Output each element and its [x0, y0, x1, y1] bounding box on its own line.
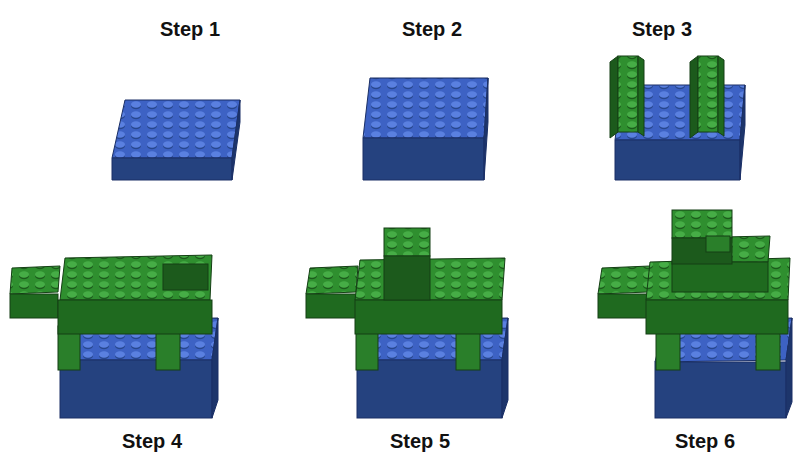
step-label: Step 2: [400, 18, 464, 41]
step-label: Step 5: [388, 430, 452, 453]
step2-brick: [363, 78, 488, 180]
step4-assembly: [10, 255, 218, 418]
step-label: Step 1: [158, 18, 222, 41]
step1-plate: [112, 100, 240, 180]
step3-assembly: [610, 56, 745, 180]
step5-assembly: [306, 228, 508, 418]
step-label: Step 6: [673, 430, 737, 453]
step6-assembly: [598, 210, 792, 418]
step-label: Step 3: [630, 18, 694, 41]
step-label: Step 4: [120, 430, 184, 453]
